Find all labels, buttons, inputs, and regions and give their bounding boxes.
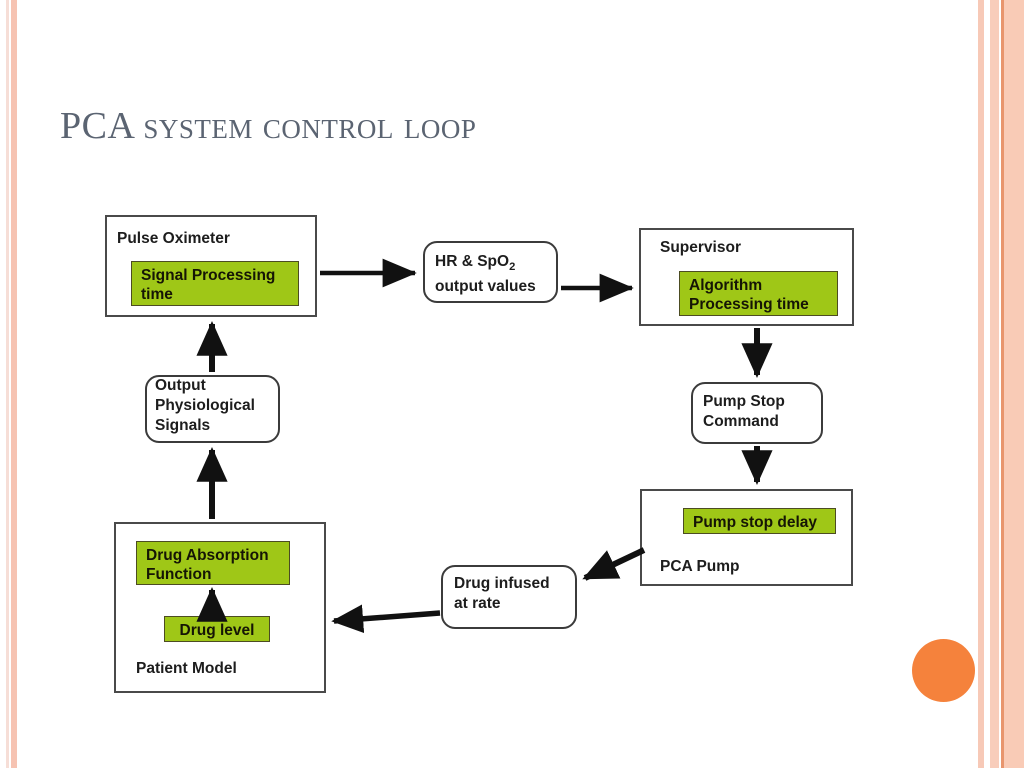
highlight-algorithm-processing-time: Algorithm Processing time: [679, 271, 838, 316]
node-pump-stop-command: [691, 382, 823, 444]
orange-circle-decoration: [912, 639, 975, 702]
edge-pcapump-to-druginfused: [582, 547, 646, 581]
hr-spo2-line1: HR & SpO: [435, 253, 510, 270]
node-pulse-oximeter-label: Pulse Oximeter: [117, 230, 230, 247]
node-pca-pump: [640, 489, 853, 586]
edge-druginfused-to-patientmodel: [331, 604, 441, 634]
node-patient-model-label: Patient Model: [136, 660, 237, 677]
node-supervisor-label: Supervisor: [660, 239, 741, 256]
node-hr-spo2-label: HR & SpO2 output values: [435, 252, 536, 297]
node-drug-infused-label: Drug infused at rate: [454, 575, 550, 612]
node-pca-pump-label: PCA Pump: [660, 558, 740, 575]
node-output-physiological-signals-label: Output Physiological Signals: [155, 377, 255, 434]
right-stripe-1: [978, 0, 984, 768]
right-stripe-4: [1004, 0, 1024, 768]
right-stripe-2: [990, 0, 999, 768]
page-title: PCA system control loop: [60, 105, 477, 147]
highlight-signal-processing-time: Signal Processing time: [131, 261, 299, 306]
hr-spo2-line2: output values: [435, 278, 536, 296]
left-stripe-1: [6, 0, 9, 768]
right-stripe-3: [1001, 0, 1004, 768]
highlight-drug-level: Drug level: [164, 616, 270, 642]
hr-spo2-subscript: 2: [509, 261, 516, 274]
node-pump-stop-command-label: Pump Stop Command: [703, 393, 785, 430]
node-hr-spo2: [423, 241, 558, 303]
highlight-drug-absorption-function: Drug Absorption Function: [136, 541, 290, 585]
node-drug-infused: [441, 565, 577, 629]
highlight-pump-stop-delay: Pump stop delay: [683, 508, 836, 534]
node-output-physiological-signals: [145, 375, 280, 443]
left-stripe-2: [11, 0, 17, 768]
